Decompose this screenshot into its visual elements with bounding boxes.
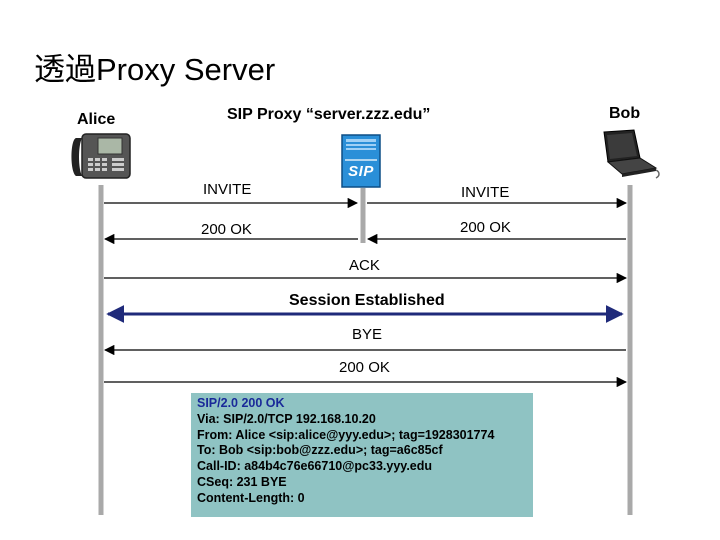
- invite-label-right: INVITE: [461, 184, 510, 201]
- ok-label-right: 200 OK: [460, 219, 511, 236]
- sip-logo-text: SIP: [348, 163, 374, 180]
- ok-label-left: 200 OK: [201, 221, 252, 238]
- ip-phone-icon: [71, 133, 131, 179]
- invite-label-left: INVITE: [203, 181, 252, 198]
- detail-length-line: Content-Length: 0: [197, 490, 305, 505]
- detail-to-line: To: Bob <sip:bob@zzz.edu>; tag=a6c85cf: [197, 443, 443, 458]
- alice-label: Alice: [77, 111, 116, 128]
- detail-callid-line: Call-ID: a84b4c76e66710@pc33.yyy.edu: [197, 459, 433, 474]
- detail-status-line: SIP/2.0 200 OK: [197, 396, 285, 410]
- detail-from-line: From: Alice <sip:alice@yyy.edu>; tag=192…: [197, 427, 495, 442]
- bye-label: BYE: [352, 326, 383, 343]
- bye-ok-label: 200 OK: [339, 359, 390, 376]
- proxy-label: SIP Proxy “server.zzz.edu”: [227, 106, 431, 123]
- bob-label: Bob: [609, 105, 641, 122]
- detail-via-line: Via: SIP/2.0/TCP 192.168.10.20: [197, 411, 376, 426]
- ack-label: ACK: [349, 257, 380, 274]
- detail-cseq-line: CSeq: 231 BYE: [197, 474, 287, 489]
- laptop-icon: [603, 129, 660, 179]
- sip-server-icon: SIP: [341, 134, 381, 188]
- session-label: Session Established: [289, 292, 445, 309]
- sip-message-detail: SIP/2.0 200 OK Via: SIP/2.0/TCP 192.168.…: [191, 393, 533, 517]
- page-title: 透過Proxy Server: [34, 52, 276, 87]
